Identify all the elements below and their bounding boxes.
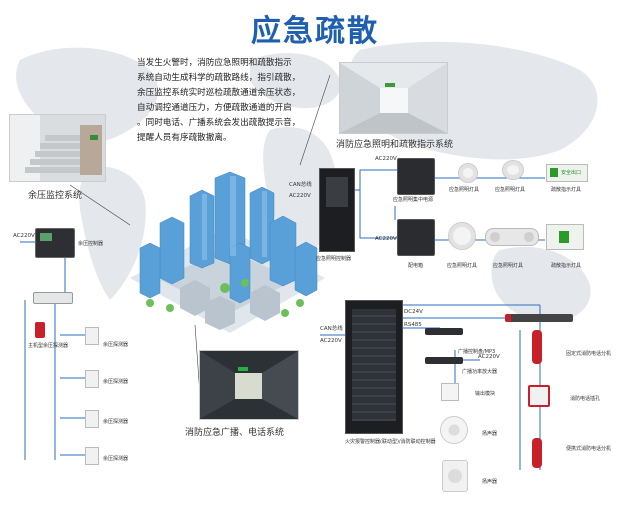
phone-jack-label: 消防电话插孔 <box>570 396 601 402</box>
pressure-controller <box>35 228 75 258</box>
emergency-light-fixture <box>502 160 524 180</box>
portable-phone <box>532 438 542 468</box>
ceiling-speaker <box>440 416 468 444</box>
fixed-phone-label: 固定式消防电话分机 <box>566 351 612 357</box>
broadcast-ac220-label: AC220V <box>320 338 342 344</box>
sensor-label: 余压探测器 <box>103 342 129 348</box>
distribution-box-label: 配电箱 <box>408 263 424 269</box>
exit-sign: 安全出口 <box>546 164 588 182</box>
lighting-controller-cabinet <box>319 168 355 252</box>
fixed-phone <box>532 330 542 364</box>
emergency-light-fixture <box>448 222 476 250</box>
emergency-power-box <box>397 158 435 195</box>
corridor-photo <box>339 62 448 134</box>
sensor-label: 余压探测器 <box>103 379 129 385</box>
page-title: 应急疏散 <box>251 14 379 49</box>
broadcast-caption: 消防应急广播、电话系统 <box>185 428 285 438</box>
speaker2-label: 扬声器 <box>482 479 498 485</box>
emergency-power-label: 应急照明集中电源 <box>393 197 434 203</box>
emergency-light-fixture <box>458 163 478 183</box>
intro-paragraph: 当发生火警时，消防应急照明和疏散指示 系统自动生成科学的疏散路线，指引疏散， 余… <box>137 56 342 146</box>
pressure-sensor <box>85 447 99 465</box>
lighting-can-bus-label: CAN总线 <box>289 182 312 188</box>
exit-sign-bottom <box>546 224 584 250</box>
intro-line: 提醒人员有序疏散撤离。 <box>137 133 232 143</box>
phone-jack <box>528 385 550 407</box>
device-label: 疏散指示灯具 <box>551 187 582 193</box>
dc24-label: DC24V <box>404 309 423 315</box>
amp-label: 广播功率放大器 <box>462 369 498 375</box>
device-label: 应急照明灯具 <box>449 187 480 193</box>
wall-speaker <box>442 460 468 492</box>
lighting-controller-label: 应急照明控制器 <box>316 256 352 262</box>
pressure-sensor <box>85 370 99 388</box>
amp-ac220-label: AC220V <box>478 354 500 360</box>
fire-alarm-controller-label: 火灾报警控制器(联动型)/消防联动控制器 <box>345 439 436 445</box>
rs485-label: RS485 <box>404 322 422 328</box>
output-module-label: 输出模块 <box>475 391 496 397</box>
exit-sign-text: 安全出口 <box>561 170 582 176</box>
lighting-caption: 消防应急照明和疏散指示系统 <box>336 140 454 150</box>
device-label: 应急照明灯具 <box>495 187 526 193</box>
sensor-label: 余压探测器 <box>103 419 129 425</box>
stairwell-photo <box>9 114 106 182</box>
device-label: 疏散指示灯具 <box>551 263 582 269</box>
pressure-detector-main <box>35 322 45 338</box>
output-module <box>441 383 459 401</box>
dark-corridor-photo <box>199 350 299 420</box>
intro-line: 。同时电话、广播系统会发出疏散提示音， <box>137 118 301 128</box>
device-label: 应急照明灯具 <box>447 263 478 269</box>
smart-city-illustration <box>130 171 325 333</box>
double-head-emergency-light <box>485 228 539 246</box>
pressure-caption: 余压监控系统 <box>28 191 83 201</box>
broadcast-control-panel <box>425 328 463 335</box>
pressure-bottom-label: 主机型余压探测器 <box>28 343 69 349</box>
intro-line: 余压监控系统实时巡检疏散通道余压状态， <box>137 88 301 98</box>
intro-line: 当发生火警时，消防应急照明和疏散指示 <box>137 58 292 68</box>
pressure-sensor <box>85 327 99 345</box>
pressure-ac220-label: AC220V <box>13 233 35 239</box>
device-label: 应急照明灯具 <box>493 263 524 269</box>
lighting-ac220-label: AC220V <box>289 193 311 199</box>
lighting-ac220-top-label: AC220V <box>375 156 397 162</box>
intro-line: 系统自动生成科学的疏散路线，指引疏散， <box>137 73 301 83</box>
lighting-ac220-bottom-label: AC220V <box>375 236 397 242</box>
broadcast-can-bus-label: CAN总线 <box>320 326 343 332</box>
phone-host-bar <box>505 314 573 322</box>
pressure-module <box>33 292 73 304</box>
intro-line: 自动调控通道压力，方便疏散通道的开启 <box>137 103 292 113</box>
power-amplifier <box>425 357 463 364</box>
distribution-box <box>397 219 435 256</box>
speaker1-label: 扬声器 <box>482 431 498 437</box>
fire-alarm-controller-cabinet <box>345 300 403 434</box>
portable-phone-label: 便携式消防电话分机 <box>566 446 612 452</box>
pressure-sensor <box>85 410 99 428</box>
pressure-controller-label: 余压控制器 <box>78 241 104 247</box>
sensor-label: 余压探测器 <box>103 456 129 462</box>
mp3-label: 广播控制盘/MP3 <box>458 349 496 355</box>
